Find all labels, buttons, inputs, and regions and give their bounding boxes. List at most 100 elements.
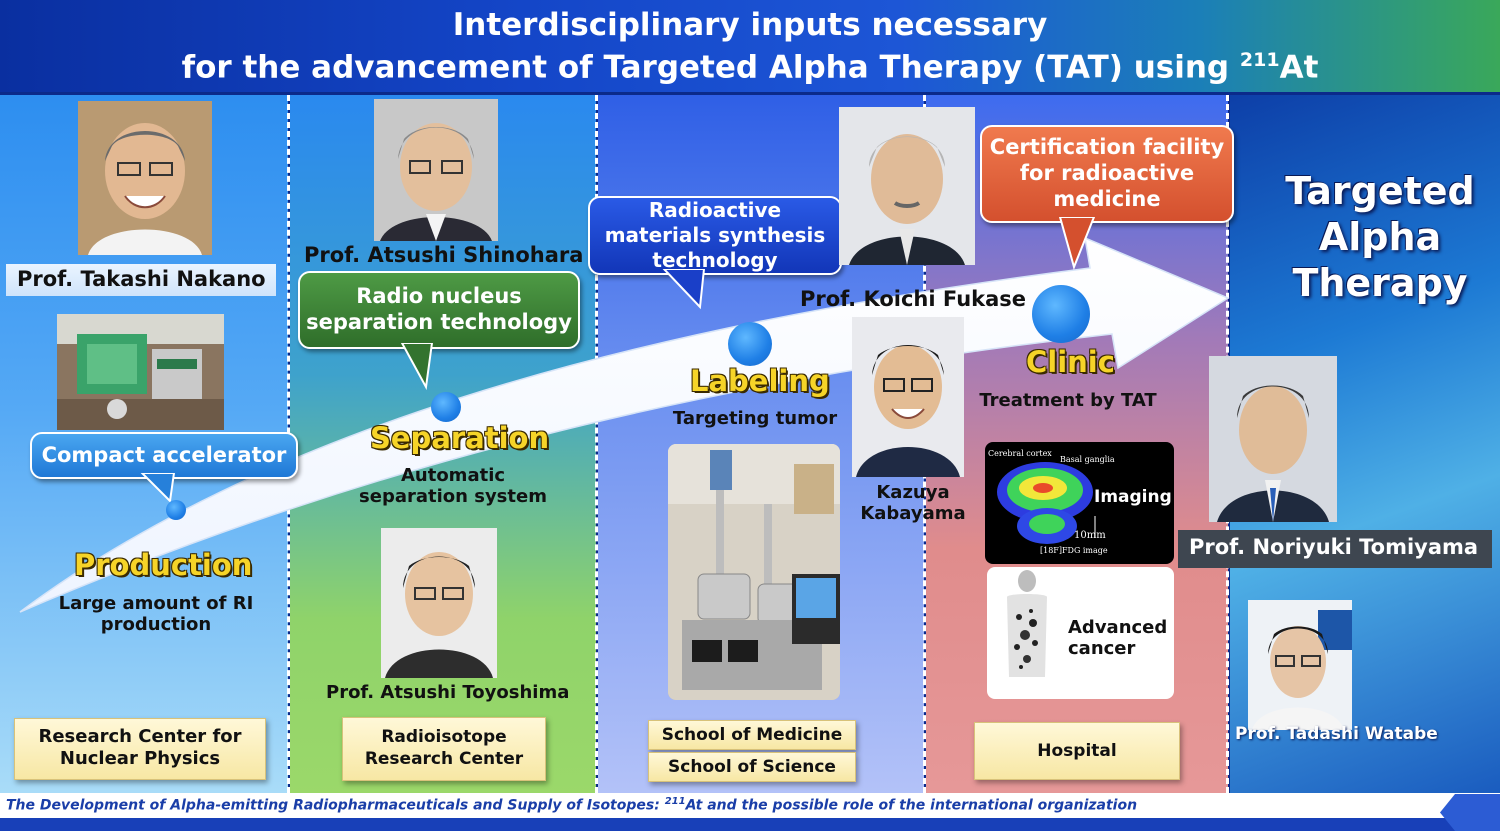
portrait-image	[374, 99, 498, 241]
bubble-line: Radioactive	[648, 198, 782, 222]
bubble-synthesis-technology: Radioactive materials synthesis technolo…	[588, 196, 842, 275]
footer-text-prefix: The Development of Alpha-emitting Radiop…	[6, 797, 665, 814]
label-line: cancer	[1068, 638, 1136, 659]
stage-title-separation: Separation	[370, 421, 550, 455]
stage-desc-clinic: Treatment by TAT	[979, 390, 1157, 411]
name-tadashi-watabe: Prof. Tadashi Watabe	[1235, 724, 1438, 744]
stage-desc-line: production	[100, 614, 212, 635]
name-koichi-fukase: Prof. Koichi Fukase	[800, 287, 1027, 311]
bubble-line: materials synthesis	[604, 223, 826, 247]
org-hospital: Hospital	[974, 722, 1180, 780]
org-radioisotope-research-center: Radioisotope Research Center	[342, 717, 546, 781]
bubble-line: medicine	[1053, 187, 1161, 211]
stage-desc-line: Automatic	[400, 465, 506, 486]
name-plate-nakano	[6, 264, 276, 296]
bubble-tail	[400, 343, 434, 391]
stage-desc-separation: Automatic separation system	[330, 465, 576, 507]
name-atsushi-toyoshima: Prof. Atsushi Toyoshima	[326, 682, 570, 703]
portrait-image	[1209, 356, 1337, 522]
stage-desc-production: Large amount of RI production	[30, 593, 282, 635]
bubble-line: Radio nucleus	[356, 284, 522, 308]
title-line-1: Interdisciplinary inputs necessary	[452, 7, 1048, 43]
photo-accelerator	[57, 314, 224, 430]
footer-text-suffix: At and the possible role of the internat…	[685, 797, 1138, 814]
stage-title-labeling: Labeling	[690, 364, 830, 398]
portrait-image	[839, 107, 975, 265]
org-school-of-science: School of Science	[648, 752, 856, 782]
bubble-certification-facility: Certification facility for radioactive m…	[980, 125, 1234, 223]
bubble-line: separation technology	[306, 310, 572, 334]
stage-desc-labeling: Targeting tumor	[672, 408, 838, 429]
photo-koichi-fukase	[839, 107, 975, 265]
portrait-image	[381, 528, 497, 678]
photo-synthesis-device	[668, 444, 840, 700]
org-line: Research Center	[364, 749, 524, 769]
stage-marker-labeling	[728, 322, 772, 366]
label-fdg-image: [18F]FDG image	[1040, 546, 1108, 555]
stage-marker-clinic	[1032, 285, 1090, 343]
portrait-image	[78, 101, 212, 255]
title-line-2: for the advancement of Targeted Alpha Th…	[0, 42, 1500, 85]
column-divider	[595, 95, 598, 793]
name-atsushi-shinohara: Prof. Atsushi Shinohara	[304, 243, 584, 267]
name-line: Kazuya	[876, 482, 950, 503]
accelerator-image	[57, 314, 224, 430]
portrait-image	[852, 317, 964, 477]
org-line: Research Center for	[38, 726, 242, 747]
heading-line: Therapy	[1292, 261, 1468, 305]
photo-takashi-nakano	[78, 101, 212, 255]
photo-kazuya-kabayama	[852, 317, 964, 477]
label-scale: 10mm	[1074, 530, 1106, 541]
stage-desc-line: separation system	[359, 486, 547, 507]
synthesis-device-image	[668, 444, 840, 700]
title-isotope-mass: 211	[1239, 49, 1280, 71]
org-line: Radioisotope	[381, 727, 507, 747]
footer-isotope-mass: 211	[664, 796, 686, 807]
org-research-center-nuclear-physics: Research Center for Nuclear Physics	[14, 718, 266, 780]
heading-line: Alpha	[1318, 215, 1442, 259]
name-kazuya-kabayama: Kazuya Kabayama	[852, 482, 974, 524]
org-school-of-medicine: School of Medicine	[648, 720, 856, 750]
photo-tadashi-watabe	[1248, 600, 1352, 730]
title-line-2-text: for the advancement of Targeted Alpha Th…	[181, 49, 1240, 86]
title-band: Interdisciplinary inputs necessary for t…	[0, 0, 1500, 92]
pet-scan-image	[997, 462, 1096, 544]
name-noriyuki-tomiyama: Prof. Noriyuki Tomiyama	[1189, 535, 1479, 559]
stage-title-clinic: Clinic	[1026, 345, 1115, 379]
name-takashi-nakano: Prof. Takashi Nakano	[17, 267, 266, 291]
footer-hexagon-decoration	[1440, 794, 1500, 831]
portrait-image	[1248, 600, 1352, 730]
footer-citation: The Development of Alpha-emitting Radiop…	[6, 796, 1137, 814]
footer-bar	[0, 818, 1500, 831]
label-advanced-cancer: Advanced cancer	[1068, 617, 1168, 659]
label-basal-ganglia: Basal ganglia	[1060, 455, 1115, 464]
photo-noriyuki-tomiyama	[1209, 356, 1337, 522]
heading-targeted-alpha-therapy: Targeted Alpha Therapy	[1270, 168, 1490, 306]
org-line: Nuclear Physics	[59, 748, 221, 769]
bubble-line: for radioactive	[1019, 161, 1195, 185]
label-cerebral-cortex: Cerebral cortex	[988, 449, 1052, 458]
bubble-separation-technology: Radio nucleus separation technology	[298, 271, 580, 349]
whole-body-scan	[1007, 570, 1047, 677]
photo-atsushi-shinohara	[374, 99, 498, 241]
bubble-compact-accelerator: Compact accelerator	[30, 432, 298, 479]
bubble-tail	[662, 269, 706, 310]
image-advanced-cancer	[987, 567, 1174, 699]
heading-line: Targeted	[1285, 169, 1475, 213]
bubble-line: technology	[652, 248, 778, 272]
photo-atsushi-toyoshima	[381, 528, 497, 678]
label-imaging: Imaging	[1094, 487, 1172, 507]
stage-marker-production	[166, 500, 186, 520]
image-brain-imaging	[985, 442, 1174, 564]
bubble-tail	[140, 473, 176, 503]
name-plate-tomiyama	[1178, 530, 1492, 568]
bubble-tail	[1058, 217, 1096, 271]
label-line: Advanced	[1068, 617, 1168, 638]
stage-desc-line: Large amount of RI	[58, 593, 254, 614]
footer-band	[0, 793, 1500, 818]
stage-title-production: Production	[74, 548, 253, 582]
title-isotope-symbol: At	[1279, 49, 1319, 86]
bubble-line: Certification facility	[989, 135, 1225, 159]
stage-marker-separation	[431, 392, 461, 422]
name-line: Kabayama	[860, 503, 966, 524]
